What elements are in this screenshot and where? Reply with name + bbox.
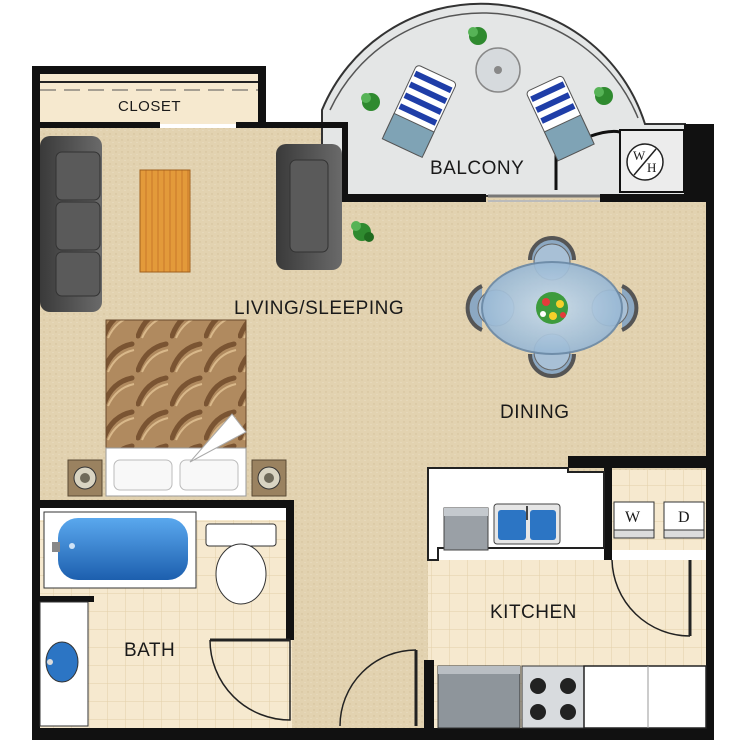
lounge-chair-left [381,65,457,159]
balcony-table [475,47,521,93]
kitchen-label: KITCHEN [490,602,577,623]
stove [521,665,585,729]
vanity [39,601,89,727]
dryer-label: D [678,509,691,526]
water-heater-w-label: W [633,148,646,163]
dining-set [465,236,639,378]
closet-rods [40,81,262,91]
nightstand-left [67,459,103,497]
plant-living [351,221,374,242]
lounge-chair-right [526,75,595,162]
walls [32,66,714,740]
refrigerator [437,665,521,729]
sofa-left [40,136,102,312]
bath-door[interactable] [209,638,291,721]
balcony-slider[interactable] [488,194,600,202]
coffee-table [139,169,191,273]
flower-centerpiece [536,292,568,324]
plant-balcony-3 [594,87,613,105]
entry-door[interactable] [339,649,418,727]
dishwasher [443,507,489,551]
water-heater-h-label: H [647,160,657,175]
balcony-label: BALCONY [430,158,525,179]
plant-balcony-1 [468,27,487,45]
dining-label: DINING [500,402,570,423]
laundry-door[interactable] [611,559,692,637]
washer-label: W [625,509,641,526]
kitchen-sink [493,503,561,545]
closet-label: CLOSET [118,98,182,115]
balcony-rail [329,12,639,119]
hall-floor [292,480,432,730]
dryer [663,501,705,539]
water-heater-closet [554,129,685,193]
closet-floor [38,72,264,124]
living-sleeping-label: LIVING/SLEEPING [234,298,405,319]
armchair [276,144,342,270]
bath-label: BATH [124,640,176,661]
washer [613,501,655,539]
plant-balcony-2 [361,93,380,111]
toilet [205,523,277,605]
bed [105,319,247,497]
bathtub [43,511,197,589]
nightstand-right [251,459,287,497]
lower-counter [583,665,707,729]
